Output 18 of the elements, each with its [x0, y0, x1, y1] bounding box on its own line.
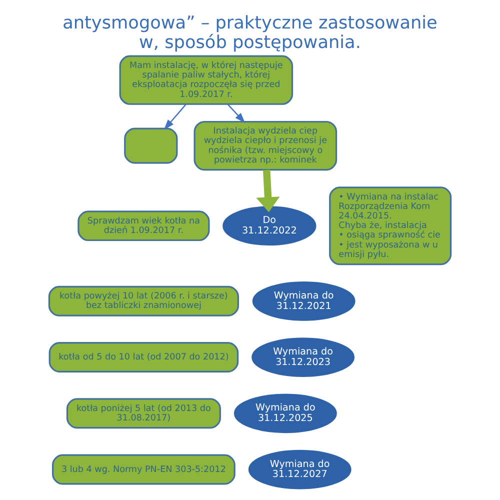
arrow	[227, 104, 246, 124]
node-box: kotła od 5 do 10 lat (od 2007 do 2012)	[48, 342, 239, 372]
node-ellipse: Wymiana do 31.12.2025	[234, 394, 337, 434]
arrow	[256, 170, 280, 212]
node-box: Sprawdzam wiek kotła na dzień 1.09.2017 r.	[78, 210, 210, 242]
arrow	[164, 104, 186, 130]
diagram-title: antysmogowa” – praktyczne zastosowanie w, sposób postępowania.	[62, 14, 438, 53]
node-ellipse: Wymiana do 31.12.2021	[252, 281, 356, 321]
node-ellipse: Wymiana do 31.12.2023	[252, 338, 355, 377]
node-ellipse: Wymiana do 31.12.2027	[248, 450, 352, 490]
node-box: • Wymiana na instalac Rozporządzenia Kom 24.04.2015. Chyba że, instalacja • osiąga sprawność cie • jest wyposażona w u emisji pyłu.	[329, 186, 452, 266]
node-box: Mam instalację, w której następuje spalanie paliw stałych, której eksploatacja rozpoczęła się przed 1.09.2017 r.	[119, 55, 294, 105]
node-box	[124, 128, 178, 164]
node-ellipse: Do 31.12.2022	[222, 206, 316, 246]
node-box: 3 lub 4 wg. Normy PN-EN 303-5:2012	[52, 454, 236, 485]
node-box: Instalacja wydziela ciep wydziela ciepło i przenosi je nośnika (tzw. miejscowy o powietrza np.: kominek	[194, 120, 338, 171]
node-box: kotła powyżej 10 lat (2006 r. i starsze) bez tabliczki znamionowej	[48, 286, 239, 316]
node-box: kotła poniżej 5 lat (od 2013 do 31.08.2017)	[66, 398, 221, 429]
